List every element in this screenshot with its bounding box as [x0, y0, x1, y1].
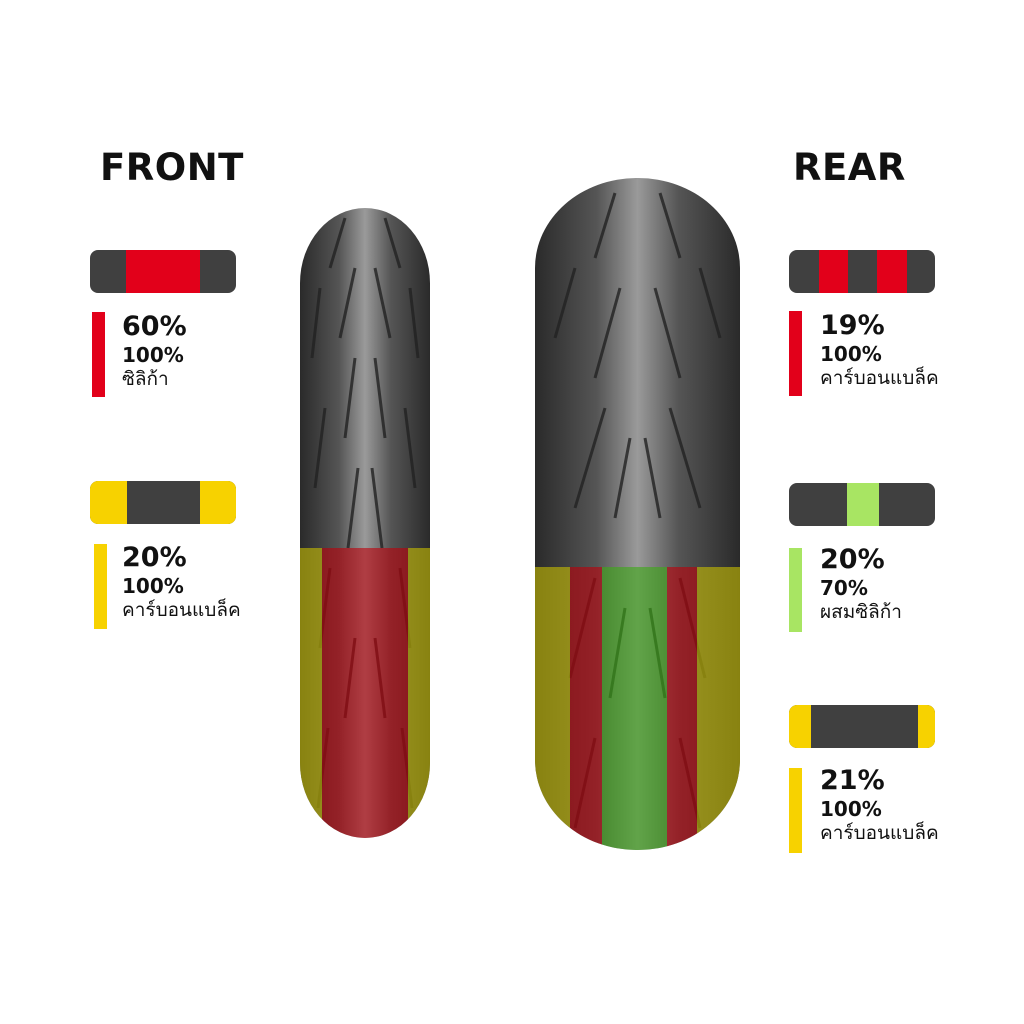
front-center-zone-diagram: [90, 250, 236, 293]
compound-percent: 70%: [820, 576, 868, 600]
front-center-legend: 60% 100% ซิลิก้า: [122, 311, 187, 391]
front-center-color-stripe: [92, 312, 105, 397]
rear-mid-color-stripe: [789, 311, 802, 396]
front-title: FRONT: [100, 146, 244, 189]
compound-percent: 100%: [820, 342, 882, 366]
front-shoulder-legend: 20% 100% คาร์บอนแบล็ค: [122, 542, 241, 622]
rear-center-zone-diagram: [789, 483, 935, 526]
rear-center-color-stripe: [789, 548, 802, 632]
rear-shoulder-color-stripe: [789, 768, 802, 853]
compound-percent: 100%: [820, 797, 882, 821]
rear-shoulder-zone-diagram: [789, 705, 935, 748]
compound-name: คาร์บอนแบล็ค: [820, 822, 939, 844]
zone-percent: 21%: [820, 765, 885, 796]
rear-mid-legend: 19% 100% คาร์บอนแบล็ค: [820, 310, 939, 390]
rear-center-legend: 20% 70% ผสมซิลิก้า: [820, 544, 902, 624]
front-shoulder-zone-diagram: [90, 481, 236, 524]
compound-name: ผสมซิลิก้า: [820, 601, 902, 623]
compound-name: คาร์บอนแบล็ค: [820, 367, 939, 389]
front-tyre-image: [300, 208, 430, 838]
zone-percent: 60%: [122, 311, 187, 342]
zone-percent: 19%: [820, 310, 885, 341]
compound-name: ซิลิก้า: [122, 368, 169, 390]
rear-title: REAR: [793, 146, 906, 189]
rear-shoulder-legend: 21% 100% คาร์บอนแบล็ค: [820, 765, 939, 845]
compound-percent: 100%: [122, 343, 184, 367]
zone-percent: 20%: [820, 544, 885, 575]
compound-percent: 100%: [122, 574, 184, 598]
compound-name: คาร์บอนแบล็ค: [122, 599, 241, 621]
zone-percent: 20%: [122, 542, 187, 573]
rear-mid-zone-diagram: [789, 250, 935, 293]
rear-tyre-image: [535, 178, 740, 850]
front-shoulder-color-stripe: [94, 544, 107, 629]
